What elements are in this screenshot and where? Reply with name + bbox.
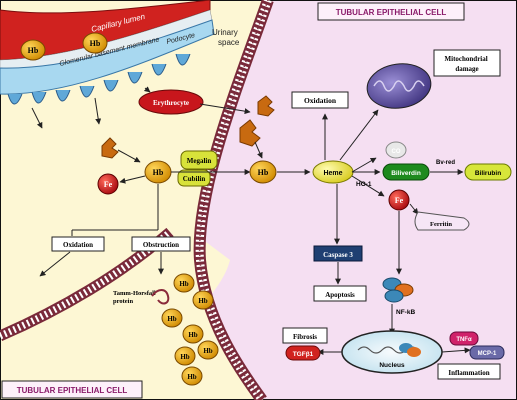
right-cell-background [199, 0, 517, 400]
svg-text:Hb: Hb [203, 347, 212, 355]
oxidation-left-box: Oxidation [51, 236, 105, 252]
svg-text:Erythrocyte: Erythrocyte [153, 99, 189, 107]
cell-membrane [193, 0, 274, 400]
inflammation-box: Inflammation [437, 363, 501, 380]
svg-text:Nucleus: Nucleus [379, 362, 405, 369]
svg-text:Oxidation: Oxidation [63, 241, 93, 249]
nfkb-label: NF-kB [396, 309, 415, 316]
svg-text:Hb: Hb [28, 46, 39, 55]
svg-text:Cubilin: Cubilin [183, 175, 206, 183]
svg-text:Hb: Hb [153, 168, 164, 177]
svg-text:Caspase 3: Caspase 3 [323, 251, 353, 259]
oxidation-top-box: Oxidation [291, 91, 349, 109]
svg-text:Megalin: Megalin [187, 157, 212, 165]
co-molecule: CO [385, 141, 407, 159]
ho1-label: HO-1 [356, 181, 372, 188]
ferritin: Ferritin [414, 211, 470, 231]
fe-lumen: Fe [97, 173, 119, 195]
svg-text:Fibrosis: Fibrosis [293, 333, 317, 341]
podocyte-foot-processes [7, 53, 191, 105]
erythrocyte: Erythrocyte [138, 89, 204, 115]
svg-text:Fe: Fe [395, 196, 404, 205]
svg-text:Hb: Hb [179, 280, 188, 288]
svg-text:Oxidation: Oxidation [304, 96, 337, 105]
mitochondrial-damage-box: Mitochondrial damage [433, 49, 501, 77]
urinary-space-label: Urinary space [212, 28, 240, 47]
svg-text:Hb: Hb [188, 331, 197, 339]
svg-text:Bilirubin: Bilirubin [475, 170, 501, 177]
svg-text:TUBULAR EPITHELIAL CELL: TUBULAR EPITHELIAL CELL [17, 386, 128, 395]
hb-capillary-2: Hb [82, 32, 108, 54]
megalin-cubilin-receptor: Megalin Cubilin [177, 150, 218, 187]
svg-text:Hb: Hb [198, 297, 207, 305]
apoptosis-box: Apoptosis [313, 285, 367, 302]
svg-text:Hb: Hb [180, 353, 189, 361]
nucleus: Nucleus [341, 330, 443, 374]
svg-text:CO: CO [392, 149, 401, 155]
biliverdin: Biliverdin [382, 163, 430, 181]
bv-red-label: Bv-red [436, 160, 455, 166]
svg-text:Hb: Hb [167, 315, 176, 323]
fe-intracellular: Fe [388, 189, 410, 211]
svg-text:Inflammation: Inflammation [448, 369, 489, 377]
obstruction-box: Obstruction [131, 236, 191, 252]
capillary-lumen-band [0, 0, 215, 95]
mcp1: MCP-1 [469, 345, 505, 360]
nfkb-complex [382, 277, 414, 303]
svg-text:Mitochondrial damage: Mitochondrial damage [445, 55, 490, 73]
svg-text:MCP-1: MCP-1 [478, 351, 497, 357]
tgfb1: TGFβ1 [285, 345, 321, 361]
svg-text:TGFβ1: TGFβ1 [293, 351, 314, 358]
hb-cast: Hb Hb Hb Hb Hb Hb Hb [161, 273, 219, 386]
svg-text:Apoptosis: Apoptosis [325, 291, 355, 299]
fibrosis-box: Fibrosis [282, 327, 328, 344]
svg-text:Ferritin: Ferritin [430, 221, 452, 228]
mitochondrion [366, 63, 432, 109]
svg-text:Obstruction: Obstruction [143, 241, 179, 249]
svg-text:Heme: Heme [323, 170, 342, 177]
tnfa: TNFα [449, 331, 479, 346]
svg-text:Biliverdin: Biliverdin [391, 170, 421, 177]
hb-capillary: Hb [20, 39, 46, 61]
svg-text:Fe: Fe [104, 180, 113, 189]
hb-fragment-right [239, 95, 275, 147]
heme: Heme [312, 160, 354, 184]
bilirubin: Bilirubin [464, 163, 512, 181]
svg-text:Hb: Hb [90, 39, 101, 48]
tamm-horsfall-label: Tamm-Horsfall protein [113, 290, 157, 305]
hb-intracellular: Hb [249, 160, 277, 184]
svg-text:TNFα: TNFα [456, 337, 472, 343]
svg-text:Hb: Hb [187, 373, 196, 381]
hb-lumen: Hb [144, 160, 172, 184]
hb-fragment-left [101, 137, 119, 159]
svg-text:Hb: Hb [258, 168, 269, 177]
tubular-cell-label-bottom: TUBULAR EPITHELIAL CELL [1, 380, 143, 399]
caspase3-box: Caspase 3 [313, 245, 363, 262]
lower-tubular-region [0, 215, 230, 400]
tubular-cell-label-top: TUBULAR EPITHELIAL CELL [317, 2, 465, 21]
svg-text:TUBULAR EPITHELIAL CELL: TUBULAR EPITHELIAL CELL [336, 8, 447, 17]
